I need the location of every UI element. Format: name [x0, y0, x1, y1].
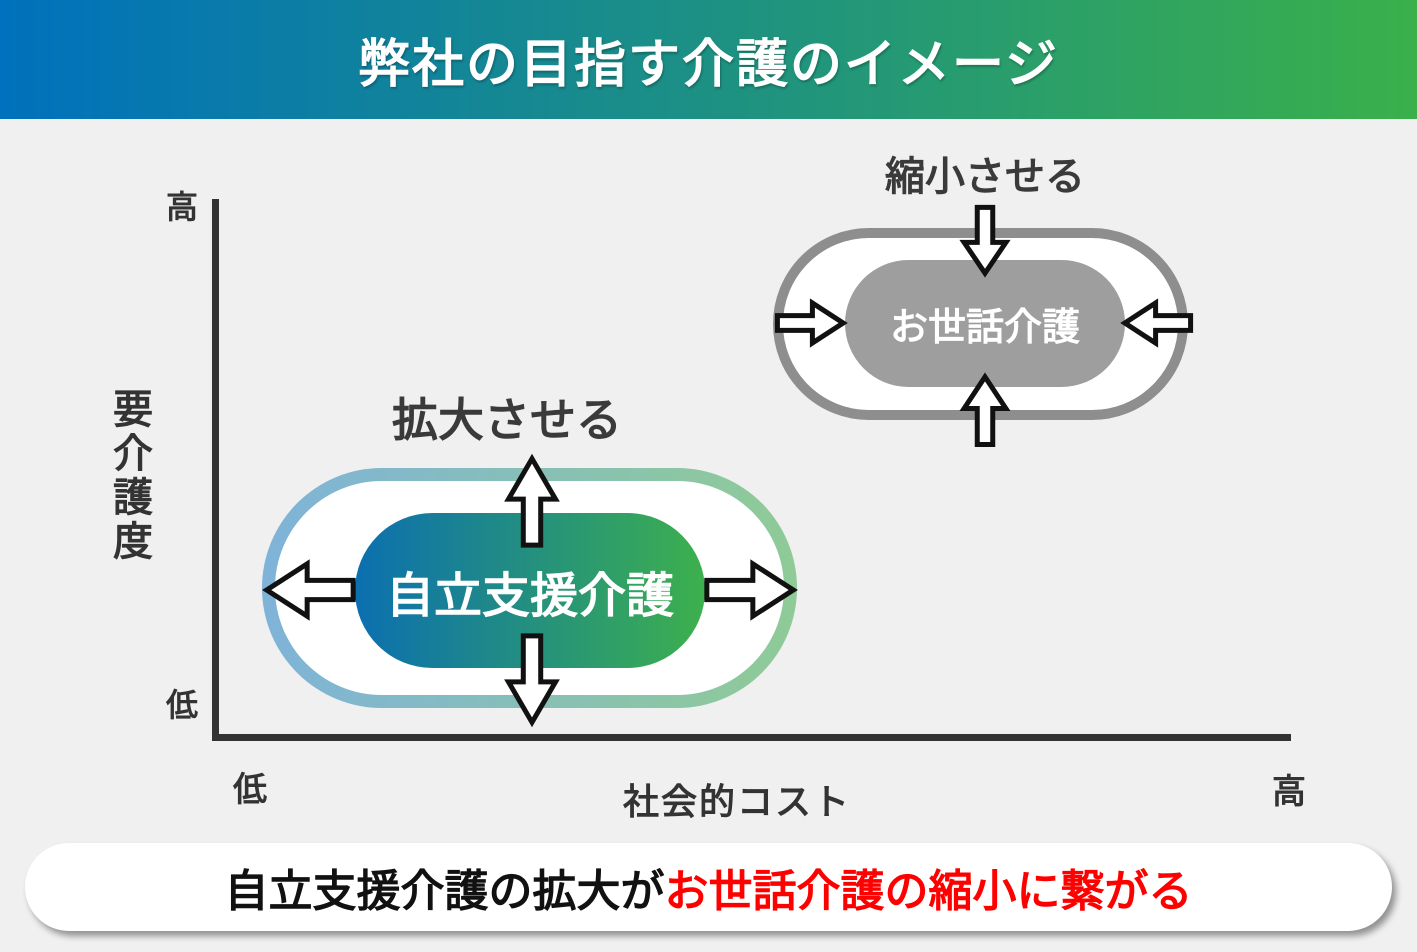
expand-arrow-up-icon: [505, 455, 559, 547]
y-axis-line: [212, 199, 219, 741]
shrink-arrow-left-icon: [1122, 300, 1192, 346]
y-axis-high-tick: 高: [166, 189, 199, 225]
expand-arrow-right-icon: [705, 560, 797, 620]
shrink-pill-label: お世話介護: [889, 307, 1080, 349]
shrink-arrow-right-icon: [776, 300, 846, 346]
page-title: 弊社の目指す介護のイメージ: [358, 36, 1059, 94]
y-axis-low-tick: 低: [166, 687, 199, 723]
shrink-caption: 縮小させる: [885, 155, 1085, 199]
expand-arrow-down-icon: [505, 634, 559, 726]
expand-arrow-left-icon: [263, 560, 355, 620]
x-axis-label: 社会的コスト: [622, 781, 852, 822]
expand-pill-label: 自立支援介護: [385, 569, 674, 623]
y-axis-label: 要介護度: [107, 388, 151, 564]
x-axis-low-tick: 低: [233, 771, 267, 809]
banner-text-red: お世話介護の縮小に繋がる: [664, 867, 1193, 916]
x-axis-line: [212, 734, 1291, 741]
shrink-arrow-up-icon: [961, 374, 1009, 446]
header-banner: 弊社の目指す介護のイメージ: [0, 0, 1417, 119]
banner-text-black: 自立支援介護の拡大が: [224, 867, 665, 916]
shrink-inner-pill: お世話介護: [845, 260, 1125, 387]
shrink-arrow-down-icon: [961, 206, 1009, 276]
expand-caption: 拡大させる: [392, 394, 622, 446]
conclusion-banner: 自立支援介護の拡大がお世話介護の縮小に繋がる: [25, 843, 1392, 931]
x-axis-high-tick: 高: [1272, 773, 1306, 811]
